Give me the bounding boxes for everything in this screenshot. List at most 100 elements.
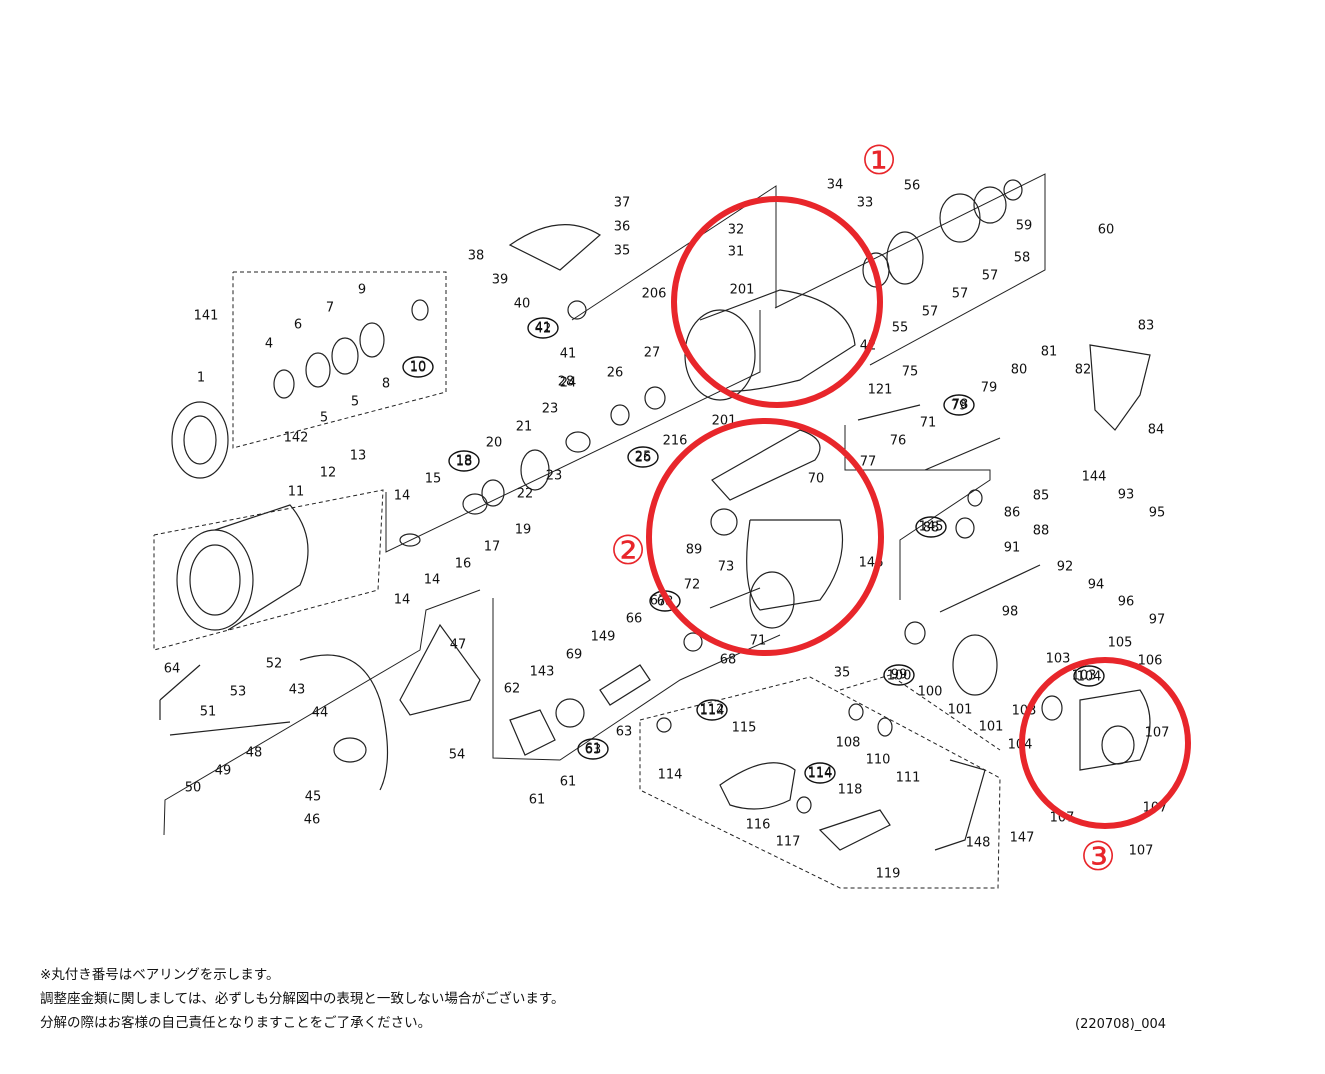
part-label: 49 [215,764,232,779]
part-label: 41 [535,321,552,336]
bearing-marker [448,450,480,472]
part-label: 1 [197,371,205,386]
frame-lower [492,598,781,761]
part-label: 35 [834,666,851,681]
part-label: 35 [614,244,631,259]
notes-block: ※丸付き番号はベアリングを示します。 調整座金類に関しましては、必ずしも分解図中… [40,963,564,1035]
part-label: 24 [560,376,577,391]
rotor-shape [684,309,756,401]
part-label: 61 [529,793,546,808]
callout-number: ③ [1080,834,1116,880]
part-label: 111 [896,771,921,786]
part-label: 107 [1129,844,1154,859]
group-box-148 [639,676,1001,889]
part-label: 37 [614,196,631,211]
gear-shape [955,517,975,539]
handle-arm-shape [934,759,986,851]
bail-wire-shape [299,654,389,791]
frame-shaft [844,425,991,600]
plate-shape [509,709,556,756]
part-label: 14 [394,489,411,504]
part-label: 45 [305,790,322,805]
body-plate-shape [711,429,821,501]
spring-shape [159,664,201,720]
part-label: 10 [410,360,427,375]
part-label: 76 [890,434,907,449]
part-label: 80 [1011,363,1028,378]
shaft-shape [857,404,921,421]
part-label: 31 [728,245,745,260]
part-label: 112 [700,703,725,718]
part-label: 39 [492,273,509,288]
housing-shape [939,193,981,243]
part-label: 14 [424,573,441,588]
part-label: 58 [1014,251,1031,266]
spool-shape [189,544,241,616]
part-label: 21 [516,420,533,435]
part-label: 23 [546,469,563,484]
gear-ring-shape [886,231,924,285]
worm-shaft-shape [599,664,651,706]
washer-shape [273,369,295,399]
part-label: 9 [358,283,366,298]
part-label: 101 [979,720,1004,735]
part-label: 5 [320,411,328,426]
roller-shape [333,737,367,763]
rotor-shape [699,289,856,392]
part-label: 26 [607,366,624,381]
part-label: 73 [718,560,735,575]
part-label: 5 [351,395,359,410]
bearing-label: 114 [700,704,725,719]
callout-number: ② [610,528,646,574]
bearing-label: 10 [410,361,427,376]
washer-shape [331,337,359,375]
part-label: 77 [860,455,877,470]
bail-arm-shape [508,224,602,271]
bearing-marker [402,356,434,378]
bearing-marker [527,317,559,339]
bearing-label: 100 [887,669,912,684]
collar-shape [877,717,893,737]
part-label: 84 [1148,423,1165,438]
part-label: 85 [1033,489,1050,504]
bearing-marker [883,664,915,686]
part-label: 118 [838,783,863,798]
washer-shape [359,322,385,358]
part-label: 8 [382,377,390,392]
highlight-circle [671,196,883,408]
part-label: 47 [450,638,467,653]
part-label: 105 [1108,636,1133,651]
drive-gear-shape [952,634,998,696]
part-label: 6 [294,318,302,333]
shaft-shape [709,587,761,609]
bearing-shape [610,404,630,426]
bearing-label: 104 [1077,670,1102,685]
part-label: 46 [304,813,321,828]
part-label: 86 [1004,506,1021,521]
bearing-shape [481,479,505,507]
part-label: 68 [720,653,737,668]
bearing-marker [627,446,659,468]
highlight-circle [646,418,884,656]
bearing-label: 63 [585,743,602,758]
exploded-parts-diagram: 1455678910141142111213141414151617181920… [153,138,1191,889]
part-label: 12 [320,466,337,481]
group-box-110 [839,674,1001,751]
part-label: 107 [1145,726,1170,741]
cover-shape [1089,344,1151,431]
bearing-shape [555,698,585,728]
diagram-code: (220708)_004 [1075,1017,1167,1032]
part-label: 114 [808,766,833,781]
bearing-marker [1073,665,1105,687]
spool-knob-shape [183,415,217,465]
part-label: 13 [350,449,367,464]
gear-shape [520,449,550,491]
part-label: 206 [642,287,667,302]
part-label: 41 [560,347,577,362]
washer-shape [305,352,331,388]
handle-part-shape [818,809,891,851]
part-label: 33 [857,196,874,211]
part-label: 20 [486,436,503,451]
part-label: 60 [1098,223,1115,238]
part-label: 50 [185,781,202,796]
